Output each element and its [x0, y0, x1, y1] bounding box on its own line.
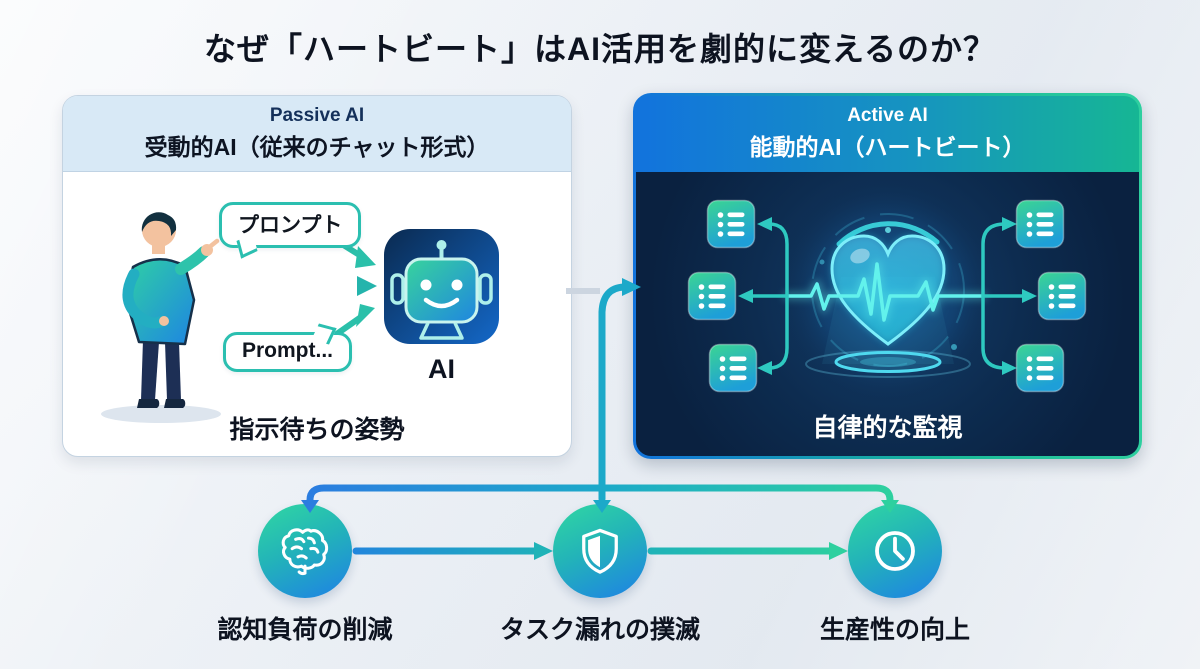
passive-caption: 指示待ちの姿勢 — [229, 416, 405, 444]
robot-icon — [384, 229, 499, 344]
benefit-circle-cognitive-load — [258, 504, 352, 598]
benefit-label-cognitive-load: 認知負荷の削減 — [217, 616, 393, 644]
active-panel-body: 自律的な監視 — [636, 172, 1139, 456]
left-connector-lines — [748, 222, 789, 370]
active-ai-panel: Active AI 能動的AI（ハートビート） — [633, 93, 1142, 459]
speech-bubble-prompt-ja: プロンプト — [219, 202, 362, 248]
right-connector-arrowheads — [1002, 217, 1037, 375]
task-list-icon — [1037, 271, 1087, 321]
clock-icon — [875, 531, 915, 571]
active-caption: 自律的な監視 — [812, 414, 963, 442]
passive-ai-panel: Passive AI 受動的AI（従来のチャット形式） — [62, 95, 572, 457]
ekg-line — [783, 260, 987, 324]
heartbeat-illustration — [687, 177, 1087, 407]
task-list-icon — [1015, 199, 1065, 249]
distribution-line — [306, 484, 894, 506]
shield-icon — [582, 528, 618, 574]
benefit-label-task-leak: タスク漏れの撲滅 — [499, 616, 700, 644]
person-illustration — [101, 212, 221, 423]
passive-title-en: Passive AI — [269, 105, 365, 126]
arrow-brain-to-shield — [534, 542, 553, 560]
task-list-icon — [708, 343, 758, 393]
arrow-shield-to-clock — [829, 542, 848, 560]
passive-title-ja: 受動的AI（従来のチャット形式） — [144, 134, 490, 160]
passive-panel-body: プロンプト Prompt... AI 指示待ちの姿勢 — [63, 172, 571, 456]
holographic-heart-icon — [830, 234, 946, 346]
active-title-ja: 能動的AI（ハートビート） — [749, 134, 1026, 160]
task-list-icon — [687, 271, 737, 321]
left-connector-arrowheads — [738, 217, 772, 375]
task-list-icon — [706, 199, 756, 249]
benefit-circle-productivity — [848, 504, 942, 598]
ai-robot-label: AI — [428, 354, 455, 384]
passive-panel-header: Passive AI 受動的AI（従来のチャット形式） — [63, 96, 571, 172]
right-connector-lines — [981, 222, 1026, 370]
benefit-label-productivity: 生産性の向上 — [819, 616, 970, 644]
speech-bubble-prompt-en: Prompt... — [223, 332, 353, 372]
active-panel-header: Active AI 能動的AI（ハートビート） — [636, 96, 1139, 172]
page-title: なぜ「ハートビート」はAI活用を劇的に変えるのか？ — [203, 31, 997, 67]
benefit-circle-task-leak — [553, 504, 647, 598]
brain-icon — [281, 528, 329, 576]
task-list-icon — [1015, 343, 1065, 393]
active-title-en: Active AI — [847, 105, 928, 126]
